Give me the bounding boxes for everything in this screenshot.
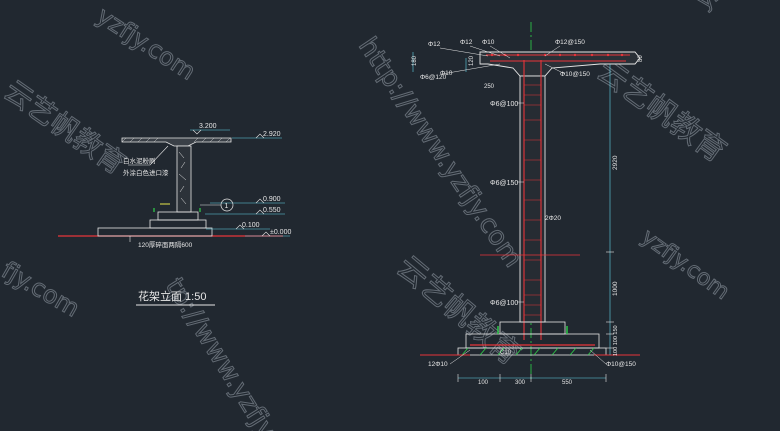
- label-base-bars: 12Φ10: [428, 361, 448, 368]
- level-mark-0100: 0.100: [206, 222, 270, 230]
- plaster-leader: [128, 145, 169, 166]
- label-p12-b: Φ12: [460, 39, 473, 46]
- label-main-bar: 2Φ20: [545, 215, 561, 222]
- canopy-hatch: [121, 137, 231, 143]
- dim-bottom-w3: 550: [562, 380, 573, 386]
- base-slab: [97, 227, 213, 237]
- column-hatch: [178, 151, 187, 205]
- canopy-beam: [121, 137, 232, 147]
- label-stir-150: Φ6@150: [490, 180, 518, 187]
- dim-height: 2920: [612, 155, 619, 170]
- watermark-url-right: yzfjy.com: [693, 0, 780, 15]
- label-base-grid: Φ10@150: [606, 361, 636, 368]
- label-p12-a: Φ12: [428, 41, 441, 48]
- level-mark-top: 3.200: [190, 123, 230, 135]
- level-mark-0550: 0.550: [205, 207, 285, 215]
- label-stir-100-b: Φ6@100: [490, 300, 518, 307]
- watermark-url-top: yzfjy.com: [92, 2, 201, 86]
- level-label-0100: 0.100: [242, 222, 260, 229]
- label-p12-150: Φ12@150: [555, 39, 585, 46]
- watermark-url-center: http://www.yzfjy.com: [352, 32, 528, 273]
- note-plaster: 白水泥粉刷: [123, 156, 156, 165]
- label-p10-150: Φ10@150: [560, 71, 590, 78]
- level-mark-2920: 2.920: [232, 131, 282, 139]
- section-drawing: 180 120 80 Φ12 Φ12 Φ10 Φ12@150 Φ6@120 Φ1…: [412, 22, 644, 386]
- dim-top-left: 180: [412, 55, 418, 66]
- note-base: 120厚碎面两隔600: [138, 240, 193, 249]
- dim-bottom-w2: 300: [515, 380, 526, 386]
- label-col-250: 250: [484, 84, 495, 90]
- dim-base: 100 100 150: [613, 325, 619, 356]
- watermark-url-bottom-left: fjy.com: [0, 256, 84, 323]
- level-label-0550: 0.550: [263, 207, 281, 214]
- note-paint: 外涂白色进口漆: [123, 168, 169, 177]
- footing: [149, 219, 207, 229]
- level-mark-0000: ±0.000: [245, 229, 291, 237]
- level-label-2920: 2.920: [263, 131, 281, 138]
- label-p6-120: Φ6@120: [420, 74, 447, 81]
- level-label-0900: 0.900: [263, 196, 281, 203]
- dim-top-right: 80: [638, 55, 644, 62]
- watermark-brand-left: 云艺帆教育: [0, 74, 132, 181]
- column: [176, 145, 192, 213]
- section-canopy: [479, 51, 641, 77]
- level-mark-0900: 0.900: [210, 196, 285, 204]
- label-c10: C10: [500, 350, 512, 356]
- elevation-title: 花架立面 1:50: [138, 289, 206, 303]
- top-leaders: [439, 45, 566, 75]
- pedestal: [157, 211, 199, 221]
- soil-hatch: [461, 347, 595, 356]
- stirrups: [524, 84, 541, 316]
- dim-low: 1000: [612, 281, 619, 296]
- level-label-top: 3.200: [199, 123, 217, 130]
- label-stir-100-a: Φ6@100: [490, 101, 518, 108]
- watermark-url-bottom-right: yzfjy.com: [636, 225, 733, 305]
- level-label-0000: ±0.000: [270, 229, 291, 236]
- dim-bottom-w1: 100: [478, 380, 489, 386]
- label-p10-b: Φ10: [440, 70, 453, 77]
- section-c10-bed: [457, 347, 607, 356]
- label-p10-a: Φ10: [482, 39, 495, 46]
- detail-callout: 1: [200, 198, 234, 212]
- watermark-brand-right: 云艺帆教育: [590, 53, 732, 169]
- dim-top-mid: 120: [469, 55, 475, 66]
- elevation-drawing: 3.200 2.920 0.900 0.550 0.100 ±0.000: [58, 123, 291, 306]
- detail-callout-number: 1: [225, 203, 229, 210]
